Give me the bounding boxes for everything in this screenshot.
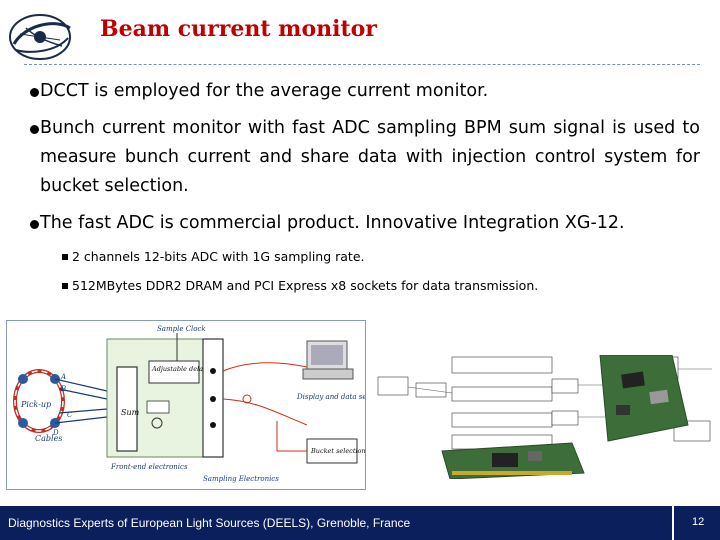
sum-label: Sum: [121, 408, 140, 417]
vme-board-photo: [599, 354, 689, 442]
bullet-dot: [30, 88, 39, 97]
front-end-label: Front-end electronics: [110, 463, 188, 471]
sub-bullet-text: 2 channels 12-bits ADC with 1G sampling …: [72, 249, 365, 264]
cables-label: Cables: [35, 434, 62, 443]
sample-clock-label: Sample Clock: [157, 325, 206, 333]
page-number: 12: [692, 516, 705, 528]
port-a-label: A: [60, 373, 66, 381]
page-title: Beam current monitor: [100, 16, 377, 42]
computer-icon: [302, 340, 354, 380]
port-d-label: D: [52, 429, 59, 437]
pick-up-label: Pick-up: [20, 400, 51, 409]
sampling-electronics-label: Sampling Electronics: [203, 475, 279, 483]
footer-divider: [672, 506, 674, 540]
pci-board-photo: [441, 442, 585, 480]
port-c-label: C: [67, 411, 73, 419]
title-divider: [24, 64, 700, 65]
bullet-text: The fast ADC is commercial product. Inno…: [40, 213, 625, 233]
ihep-logo: [6, 8, 76, 66]
bullet-text: Bunch current monitor with fast ADC samp…: [40, 118, 700, 196]
sub-bullet-text: 512MBytes DDR2 DRAM and PCI Express x8 s…: [72, 278, 539, 293]
bunch-current-monitor-diagram: Pick-up A B C D Cables Sum Adjustable de…: [6, 320, 382, 490]
port-b-label: B: [60, 385, 66, 393]
sub-bullet-square: [62, 254, 68, 260]
bullet-text: DCCT is employed for the average current…: [40, 81, 489, 101]
footer-bar: [0, 506, 720, 540]
bullet-dot: [30, 220, 39, 229]
footer-text: Diagnostics Experts of European Light So…: [8, 516, 411, 530]
delay-line-label: Adjustable delay line: [151, 365, 221, 373]
bullet-bunch-current: Bunch current monitor with fast ADC samp…: [30, 114, 700, 201]
bullet-dcct: DCCT is employed for the average current…: [30, 77, 700, 106]
bullet-dot: [30, 125, 39, 134]
bullet-fast-adc: The fast ADC is commercial product. Inno…: [30, 209, 700, 238]
pickup-ring: [13, 369, 65, 433]
display-label: Display and data server: [296, 393, 365, 401]
xg12-board-figure: [372, 354, 720, 480]
sub-bullet-square: [62, 283, 68, 289]
sub-bullet-memory: 512MBytes DDR2 DRAM and PCI Express x8 s…: [62, 278, 538, 293]
bucket-selection-label: Bucket selection: [310, 447, 365, 455]
sub-bullet-channels: 2 channels 12-bits ADC with 1G sampling …: [62, 249, 365, 264]
